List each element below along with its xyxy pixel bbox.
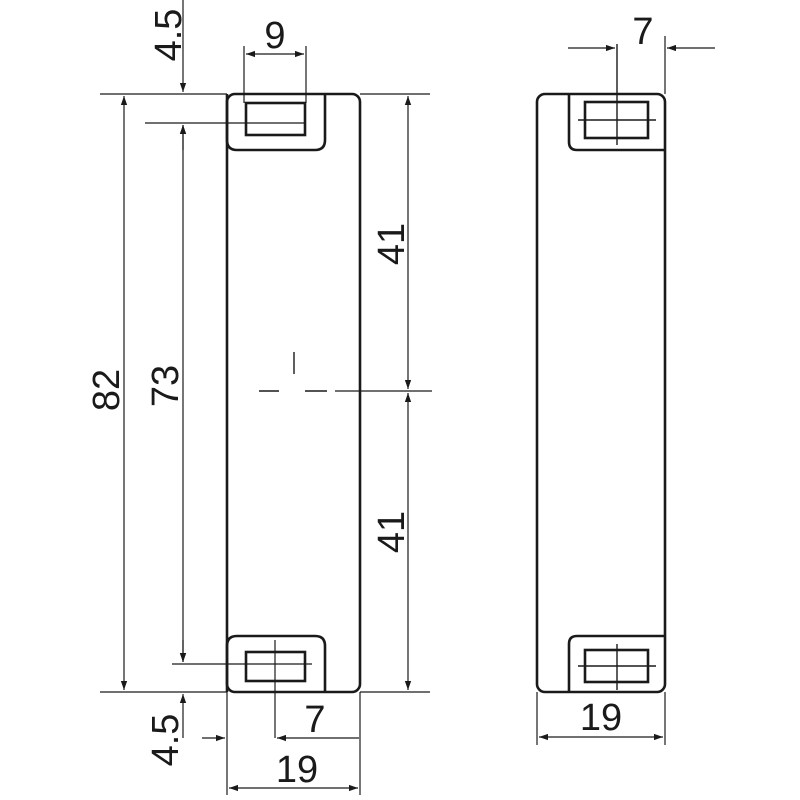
dim-label-4-5-bottom: 4.5 [145, 714, 187, 767]
side-bottom-recess [567, 634, 665, 692]
side-body-outline [535, 92, 667, 694]
dim-label-4-5-top: 4.5 [148, 9, 190, 62]
dimensions: 82 73 41 41 4.5 4.5 9 7 7 [86, 0, 715, 795]
dim-label-41-lower: 41 [371, 511, 413, 553]
dim-label-9: 9 [264, 15, 285, 57]
dim-label-19-side: 19 [580, 697, 622, 739]
front-bottom-recess [225, 634, 327, 692]
front-top-slot [244, 101, 307, 137]
dim-label-41-upper: 41 [371, 223, 413, 265]
front-top-recess [225, 94, 327, 152]
dim-label-73: 73 [145, 365, 187, 407]
side-view [535, 44, 667, 694]
front-view [225, 92, 362, 694]
dim-label-7-side: 7 [632, 11, 653, 53]
front-body-outline [225, 92, 362, 694]
dim-label-19-front: 19 [276, 749, 318, 791]
dim-label-7-front: 7 [304, 699, 325, 741]
side-top-recess [567, 94, 665, 152]
dim-label-82: 82 [86, 369, 128, 411]
